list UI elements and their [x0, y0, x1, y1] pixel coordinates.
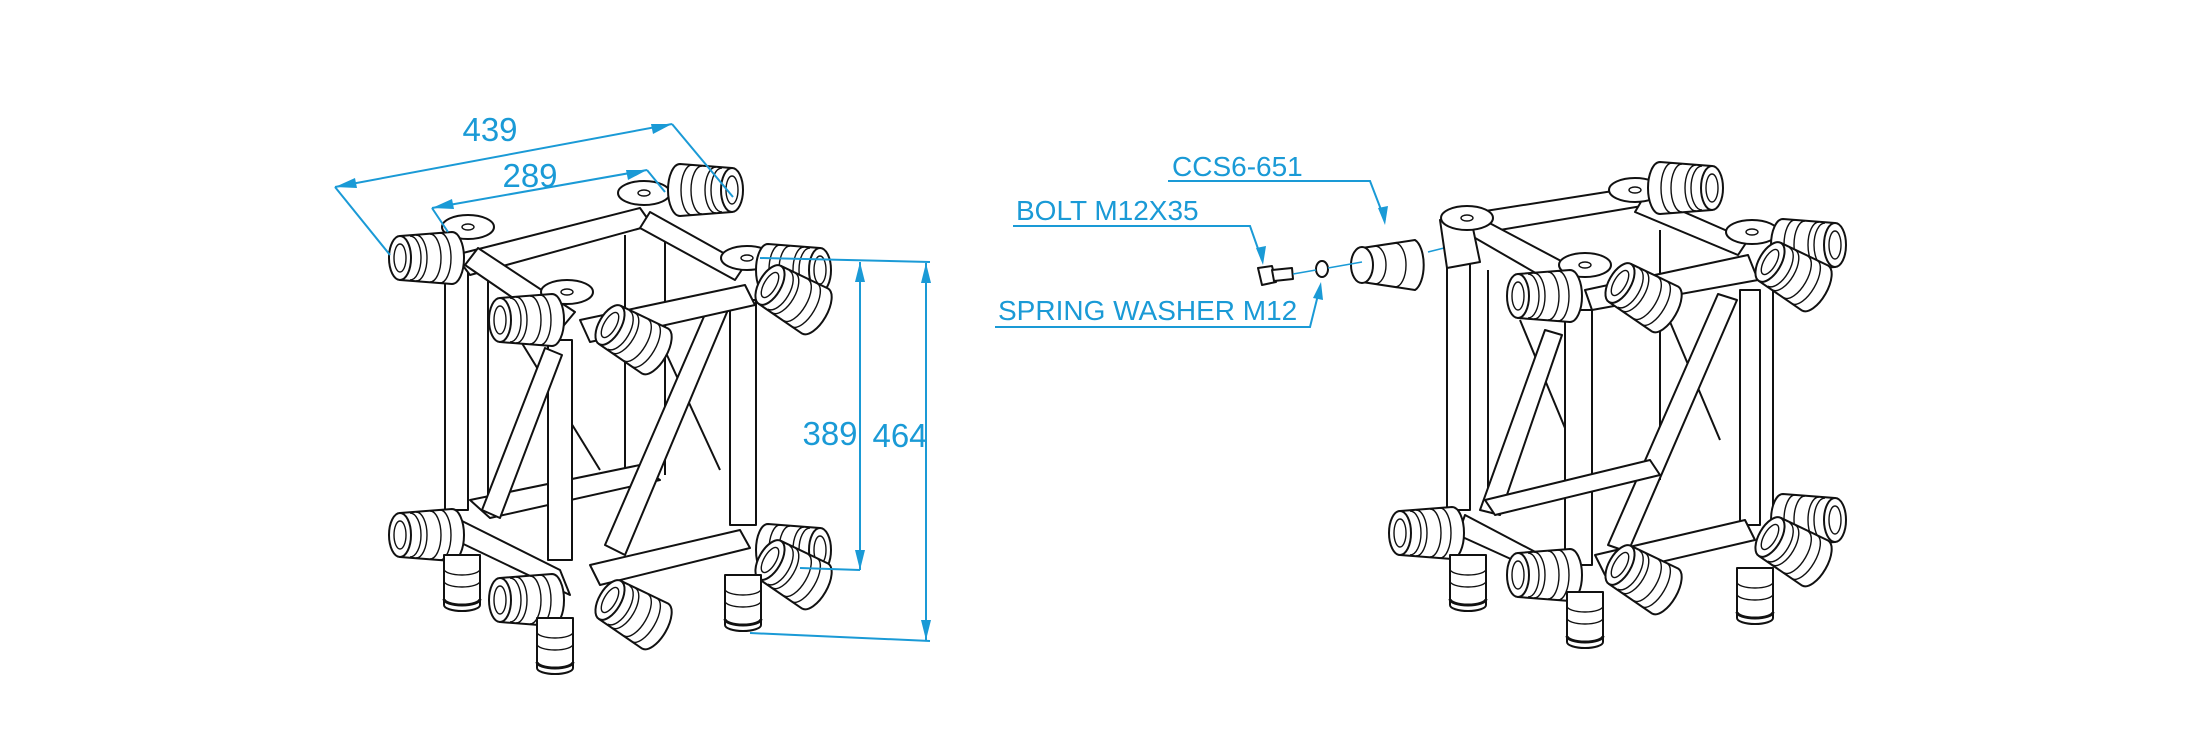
callout-bolt-label: BOLT M12X35 [1016, 195, 1199, 226]
callout-lines [995, 180, 1388, 328]
dimension-chord-height: 389 [802, 415, 857, 452]
callout-coupler-label: CCS6-651 [1172, 151, 1303, 182]
truss-dimensioned-view [388, 163, 840, 676]
dimension-lines [334, 123, 931, 642]
washer-part [1315, 260, 1329, 278]
truss-assembly-view [1388, 161, 1847, 650]
dimension-overall-width: 439 [462, 111, 517, 148]
callout-washer-label: SPRING WASHER M12 [998, 295, 1297, 326]
bolt-part [1257, 265, 1294, 286]
exploded-parts [1257, 239, 1453, 291]
dimension-overall-height: 464 [872, 417, 927, 454]
dimension-chord-spacing: 289 [502, 157, 557, 194]
coupler-part [1350, 239, 1425, 291]
